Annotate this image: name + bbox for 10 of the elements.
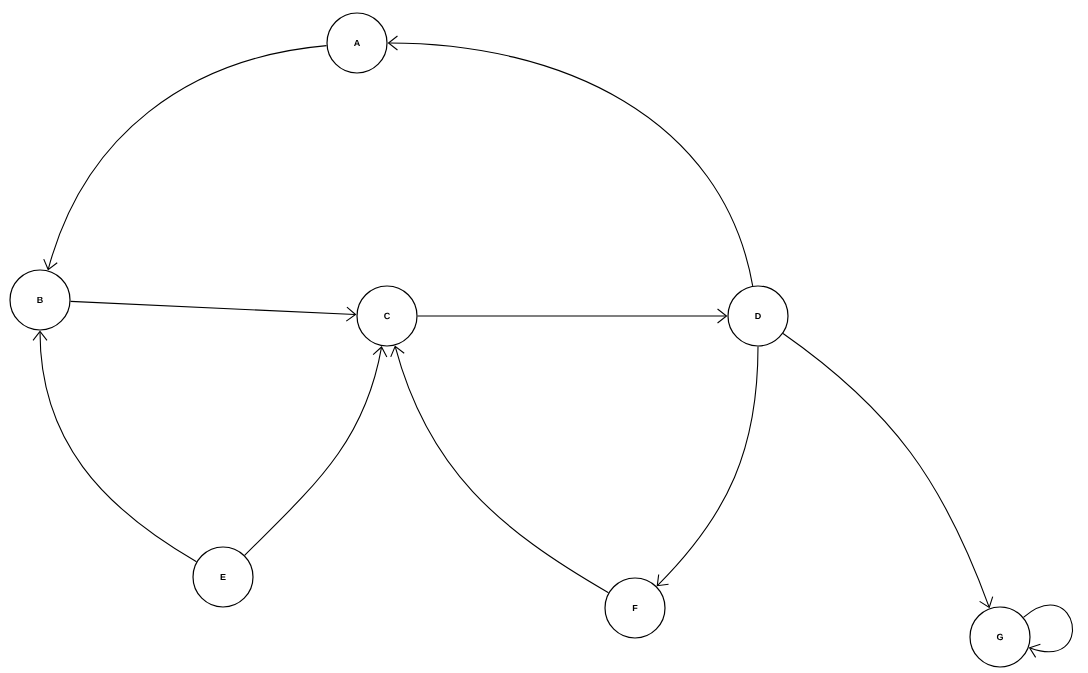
arrow (244, 346, 388, 556)
arrow (417, 308, 728, 324)
arrow (387, 35, 754, 287)
arrow (32, 330, 198, 563)
arrow (1022, 604, 1073, 658)
arrow (782, 333, 994, 609)
arrow (656, 346, 759, 587)
arrow (70, 300, 357, 322)
arrow (390, 345, 610, 594)
arrow (43, 45, 328, 271)
